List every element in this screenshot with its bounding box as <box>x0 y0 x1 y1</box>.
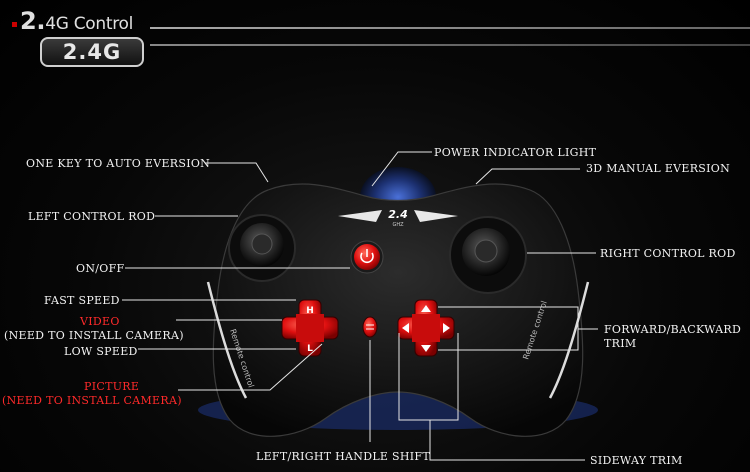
label-video-note: (NEED TO INSTALL CAMERA) <box>4 329 184 342</box>
left-control-rod[interactable] <box>228 214 296 282</box>
trim-down-icon <box>421 345 431 352</box>
handle-shift-button[interactable] <box>362 316 378 338</box>
power-button[interactable] <box>350 240 384 274</box>
logo-text: 2.4 <box>388 208 408 221</box>
right-grip-swoosh <box>548 281 590 399</box>
label-low-speed: LOW SPEED <box>64 345 138 358</box>
logo-wing-left <box>338 210 382 222</box>
label-fwd-back-trim-2: TRIM <box>604 337 637 350</box>
logo-wing-right <box>414 210 458 222</box>
left-grip-swoosh <box>206 281 248 399</box>
right-control-rod[interactable] <box>449 216 527 294</box>
label-picture-note: (NEED TO INSTALL CAMERA) <box>2 394 182 407</box>
label-left-control-rod: LEFT CONTROL ROD <box>28 210 156 223</box>
label-handle-shift: LEFT/RIGHT HANDLE SHIFT <box>256 450 431 463</box>
label-picture: PICTURE <box>84 380 140 393</box>
header-rule-bottom <box>150 44 750 46</box>
label-manual-eversion: 3D MANUAL EVERSION <box>586 162 731 175</box>
label-fast-speed: FAST SPEED <box>44 294 120 307</box>
trim-right-icon <box>443 323 450 333</box>
bullet-icon <box>12 21 17 27</box>
brand-title-rest: 4G Control <box>45 14 134 34</box>
brand-title-big: 2. <box>20 7 46 35</box>
left-dpad[interactable] <box>281 299 339 357</box>
label-right-control-rod: RIGHT CONTROL ROD <box>600 247 736 260</box>
power-icon <box>360 252 374 264</box>
label-on-off: ON/OFF <box>76 262 125 275</box>
header: 2.4G Control 2.4G <box>0 0 750 78</box>
leader-lines <box>122 151 598 461</box>
header-rule-top <box>150 27 750 29</box>
logo-subtext: GHZ <box>392 222 404 228</box>
brand-title: 2.4G Control <box>12 8 133 34</box>
trim-left-icon <box>402 323 409 333</box>
label-sideway-trim: SIDEWAY TRIM <box>590 454 683 467</box>
low-speed-key: L <box>307 344 313 354</box>
right-dpad[interactable] <box>397 299 455 357</box>
label-video: VIDEO <box>80 315 120 328</box>
frequency-badge: 2.4G <box>40 37 144 67</box>
label-power-indicator: POWER INDICATOR LIGHT <box>434 146 597 159</box>
label-fwd-back-trim: FORWARD/BACKWARD <box>604 323 742 336</box>
fast-speed-key: H <box>306 306 314 316</box>
label-auto-eversion: ONE KEY TO AUTO EVERSION <box>26 157 211 170</box>
trim-up-icon <box>421 305 431 312</box>
